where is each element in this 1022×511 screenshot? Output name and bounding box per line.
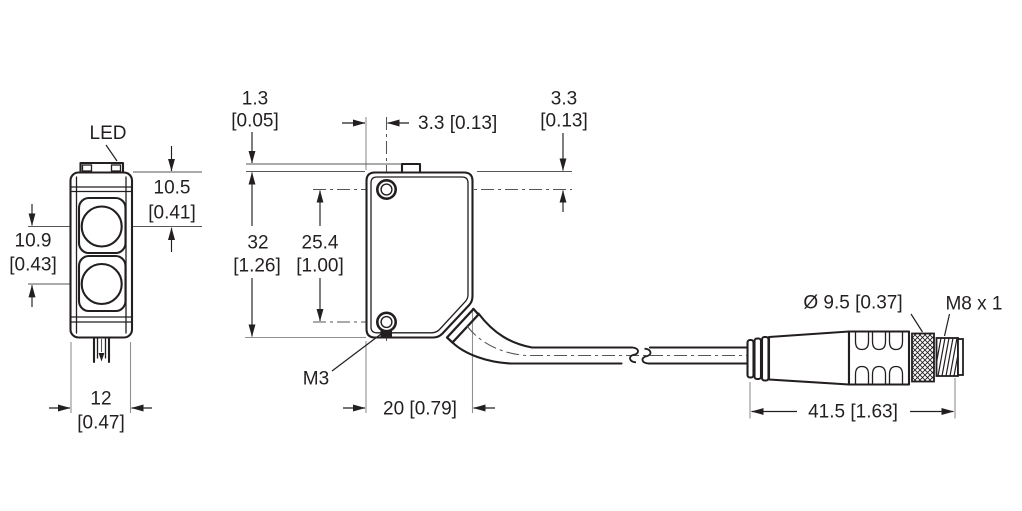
dim-hole-to-top-mm: 3.3: [551, 89, 577, 110]
dim-lens-centers-inch: [0.43]: [9, 255, 57, 276]
cable-bottom-line: [451, 341, 623, 365]
led-tab-detail: [110, 164, 122, 172]
dim-diameter-label: Ø 9.5 [0.37]: [803, 293, 902, 314]
lens-circle-bottom: [80, 262, 123, 306]
led-leader-line: [105, 144, 118, 162]
strain-relief-rib: [760, 335, 770, 382]
dim-height-inch: [1.26]: [233, 256, 281, 277]
dim-length-label: 41.5 [1.63]: [808, 402, 898, 423]
dim-lens-centers-mm: 10.9: [15, 231, 52, 252]
dim-tab-height-mm: 1.3: [242, 89, 268, 110]
m3-leader-target: [380, 330, 392, 338]
thread-hatching: [936, 338, 958, 376]
dim-hole-to-top-inch: [0.13]: [540, 111, 588, 132]
connector-end-cap: [957, 338, 964, 376]
dim-width-mm: 12: [90, 389, 111, 410]
led-tab-detail: [81, 164, 93, 172]
dim-top-to-lens-mm: 10.5: [154, 178, 191, 199]
diameter-leader-line: [910, 313, 924, 333]
cable-top-line: [477, 312, 634, 349]
body-inner-outline: [370, 176, 469, 334]
led-tab: [79, 161, 125, 174]
dim-height-mm: 32: [247, 233, 268, 254]
cable-centerline: [466, 325, 845, 357]
lens-frame-bottom: [77, 254, 127, 313]
cable-break-symbol: [629, 346, 639, 364]
strain-relief-rib: [746, 338, 755, 379]
dim-depth: 20 [0.79]: [383, 399, 457, 420]
cable-and-connector: Ø 9.5 [0.37] M8 x 1 41.5 [1.63]: [445, 293, 1003, 423]
m3-leader-line: [331, 333, 382, 372]
mounting-hole-top: [375, 179, 397, 201]
m8-thread-label: M8 x 1: [945, 294, 1002, 315]
strain-relief-rib: [753, 337, 763, 381]
dim-hole-centers-mm: 25.4: [302, 233, 339, 254]
grip-slots-top: [854, 331, 904, 351]
dim-hole-centers-inch: [1.00]: [296, 256, 344, 277]
side-view: 1.3 [0.05] 3.3 [0.13] 3.3 [0.13] 32 [1.2…: [231, 89, 588, 420]
connector-taper: [767, 330, 851, 386]
mounting-hole-bottom-inner: [380, 315, 393, 329]
dim-tab-height-inch: [0.05]: [231, 111, 279, 132]
m3-label: M3: [303, 369, 329, 390]
mounting-hole-bottom: [375, 311, 397, 333]
sensor-side-body: [365, 171, 474, 339]
knurled-ring: [911, 332, 935, 383]
side-top-tab: [400, 162, 422, 174]
m8-leader-line: [943, 313, 951, 337]
grip-slots-bottom: [854, 365, 904, 385]
lens-frame-top: [77, 196, 127, 255]
cable-boot: [445, 307, 480, 344]
led-label: LED: [90, 123, 127, 144]
dim-width-inch: [0.47]: [77, 413, 125, 434]
connector-grip: [847, 330, 911, 386]
dim-hole-to-front: 3.3 [0.13]: [418, 113, 497, 134]
cable-stub-arrow: [98, 353, 105, 362]
front-view: LED 10.5 [0.41] 10.9 [0.43] 12 [0.47]: [9, 123, 202, 434]
mounting-hole-top-inner: [380, 183, 393, 196]
dim-top-to-lens-inch: [0.41]: [148, 203, 196, 224]
lens-circle-top: [80, 205, 123, 248]
cable-break-symbol: [641, 347, 652, 365]
